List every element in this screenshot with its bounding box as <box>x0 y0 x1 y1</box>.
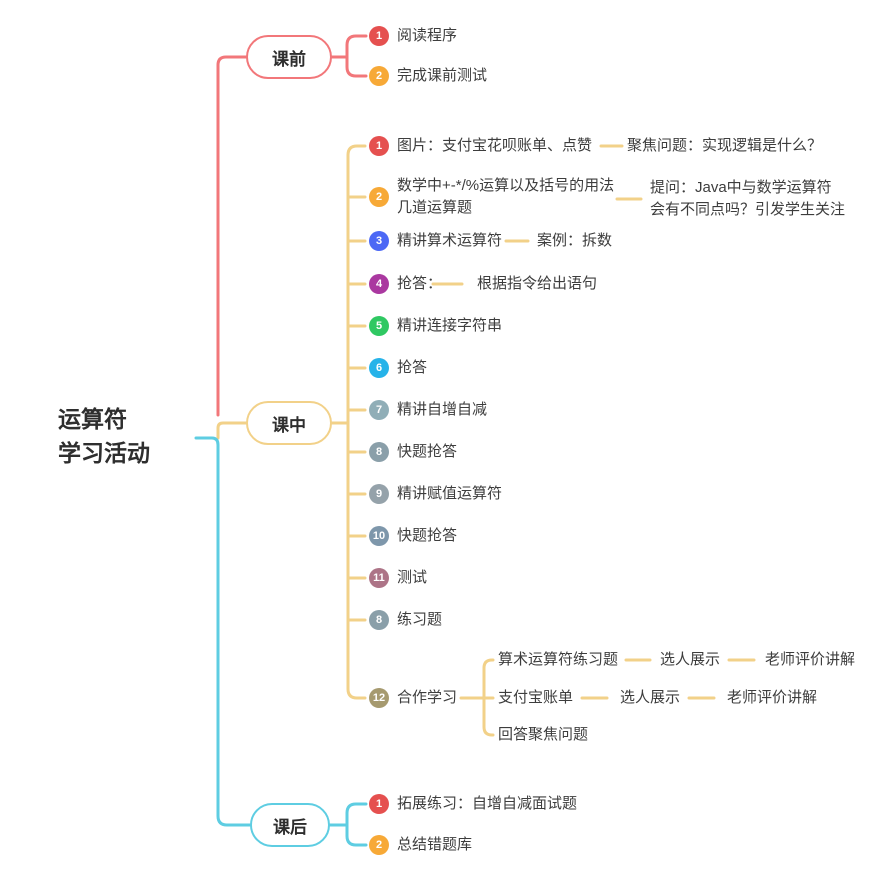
item-label: 抢答 <box>397 359 428 376</box>
item-number-badge: 8 <box>369 610 389 630</box>
item-number-badge: 9 <box>369 484 389 504</box>
item-number-badge: 1 <box>369 26 389 46</box>
item-number-badge: 5 <box>369 316 389 336</box>
item-label: 抢答： <box>397 275 443 292</box>
node-item[interactable]: 4 抢答： <box>369 274 442 294</box>
item-label: 测试 <box>397 569 428 586</box>
item-note[interactable]: 提问：Java中与数学运算符 会有不同点吗？引发学生关注 <box>650 179 846 218</box>
node-item[interactable]: 8 练习题 <box>369 610 442 630</box>
item-label: 精讲赋值运算符 <box>397 485 503 502</box>
node-item[interactable]: 7 精讲自增自减 <box>369 400 487 420</box>
branch-node-mid[interactable]: 课中 <box>246 401 332 445</box>
node-item[interactable]: 3 精讲算术运算符 <box>369 231 502 251</box>
item-note[interactable]: 聚焦问题：实现逻辑是什么？ <box>627 137 823 154</box>
branch-label: 课前 <box>272 49 306 69</box>
item-number-badge: 3 <box>369 231 389 251</box>
sub-item-step[interactable]: 选人展示 <box>620 689 681 706</box>
node-item[interactable]: 10 快题抢答 <box>369 526 457 546</box>
mid-branch-lines <box>216 144 756 737</box>
item-label: 阅读程序 <box>397 27 458 44</box>
item-label: 完成课前测试 <box>397 67 488 84</box>
item-number-badge: 12 <box>369 688 389 708</box>
item-number-badge: 10 <box>369 526 389 546</box>
item-label: 数学中+-*/%运算以及括号的用法 几道运算题 <box>397 177 615 216</box>
branch-label: 课后 <box>273 817 307 837</box>
item-number-badge: 2 <box>369 187 389 207</box>
item-number-badge: 2 <box>369 835 389 855</box>
pre-branch-lines <box>216 34 368 417</box>
item-number-badge: 11 <box>369 568 389 588</box>
sub-item-step[interactable]: 老师评价讲解 <box>765 651 856 668</box>
item-number-badge: 6 <box>369 358 389 378</box>
sub-item-step[interactable]: 选人展示 <box>660 651 721 668</box>
item-note[interactable]: 案例：拆数 <box>537 232 613 249</box>
item-label: 精讲自增自减 <box>397 401 488 418</box>
item-label: 练习题 <box>397 611 443 628</box>
node-item[interactable]: 5 精讲连接字符串 <box>369 316 502 336</box>
item-label: 快题抢答 <box>397 443 458 460</box>
node-item[interactable]: 9 精讲赋值运算符 <box>369 484 502 504</box>
sub-item[interactable]: 支付宝账单 <box>498 689 574 706</box>
item-label: 总结错题库 <box>397 836 473 853</box>
node-item[interactable]: 2 数学中+-*/%运算以及括号的用法 几道运算题 <box>369 175 614 219</box>
sub-item-step[interactable]: 老师评价讲解 <box>727 689 818 706</box>
item-label: 合作学习 <box>397 689 458 706</box>
node-item[interactable]: 1 阅读程序 <box>369 26 457 46</box>
item-label: 精讲连接字符串 <box>397 317 503 334</box>
item-number-badge: 2 <box>369 66 389 86</box>
item-label: 快题抢答 <box>397 527 458 544</box>
item-label: 精讲算术运算符 <box>397 232 503 249</box>
node-item[interactable]: 2 总结错题库 <box>369 835 472 855</box>
item-number-badge: 1 <box>369 136 389 156</box>
node-item[interactable]: 12 合作学习 <box>369 688 457 708</box>
root-node[interactable]: 运算符 学习活动 <box>58 406 150 466</box>
node-item[interactable]: 2 完成课前测试 <box>369 66 487 86</box>
node-item[interactable]: 6 抢答 <box>369 358 427 378</box>
branch-node-pre[interactable]: 课前 <box>246 35 332 79</box>
item-note[interactable]: 根据指令给出语句 <box>477 275 598 292</box>
node-item[interactable]: 11 测试 <box>369 568 427 588</box>
item-label: 拓展练习：自增自减面试题 <box>397 795 578 812</box>
branch-label: 课中 <box>272 415 306 435</box>
post-branch-lines <box>194 436 368 847</box>
item-number-badge: 8 <box>369 442 389 462</box>
node-item[interactable]: 1 拓展练习：自增自减面试题 <box>369 794 577 814</box>
item-number-badge: 1 <box>369 794 389 814</box>
item-number-badge: 7 <box>369 400 389 420</box>
item-label: 图片：支付宝花呗账单、点赞 <box>397 137 593 154</box>
node-item[interactable]: 8 快题抢答 <box>369 442 457 462</box>
node-item[interactable]: 1 图片：支付宝花呗账单、点赞 <box>369 136 592 156</box>
sub-item[interactable]: 回答聚焦问题 <box>498 726 589 743</box>
item-number-badge: 4 <box>369 274 389 294</box>
branch-node-post[interactable]: 课后 <box>250 803 330 847</box>
sub-item[interactable]: 算术运算符练习题 <box>498 651 619 668</box>
